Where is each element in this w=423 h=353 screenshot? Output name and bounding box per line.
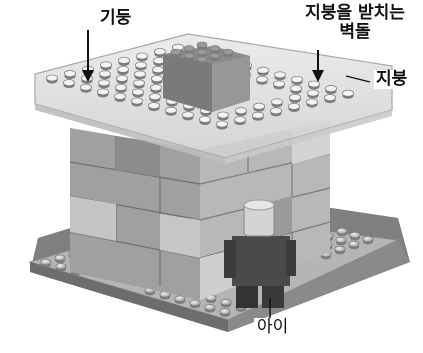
stud xyxy=(252,111,264,119)
stud xyxy=(209,52,221,59)
stud xyxy=(154,48,166,56)
stud xyxy=(199,115,211,123)
pillar-studs xyxy=(170,41,234,65)
stud xyxy=(289,93,301,101)
stud xyxy=(306,98,318,106)
stud xyxy=(182,111,194,119)
stud xyxy=(54,254,66,262)
pillar-label: 기둥 xyxy=(100,8,132,28)
roof-label: 지붕 xyxy=(374,69,410,89)
stud xyxy=(349,231,361,239)
stud xyxy=(189,299,201,307)
stud xyxy=(271,98,283,106)
stud xyxy=(183,52,195,59)
stud xyxy=(274,71,286,79)
stud xyxy=(253,102,265,110)
stud xyxy=(291,75,303,83)
stud xyxy=(336,227,348,235)
stud xyxy=(97,88,109,96)
stud xyxy=(100,61,112,69)
wall-arrow xyxy=(312,50,324,82)
stud xyxy=(46,74,58,82)
child-minifigure xyxy=(224,199,296,308)
wall-label-line2: 벽돌 xyxy=(339,22,371,42)
stud xyxy=(362,235,374,243)
stud xyxy=(64,70,76,78)
stud xyxy=(270,107,282,115)
stud xyxy=(150,84,162,92)
stud xyxy=(55,263,67,270)
stud xyxy=(136,52,148,60)
stud xyxy=(342,89,354,97)
child-label: 아이 xyxy=(254,318,292,337)
stud xyxy=(348,240,360,248)
stud xyxy=(170,48,182,56)
stud xyxy=(80,83,92,91)
roof-pointer-line xyxy=(345,75,371,83)
stud xyxy=(307,89,319,97)
stud xyxy=(196,56,208,63)
stud xyxy=(256,75,268,83)
stud xyxy=(40,258,52,266)
stud xyxy=(220,298,232,306)
stud xyxy=(134,70,146,78)
wall-label-line1: 지붕을 받치는 xyxy=(305,3,405,23)
stud xyxy=(135,61,147,69)
stud xyxy=(196,48,208,56)
stud xyxy=(217,111,229,119)
stud xyxy=(290,84,302,92)
stud xyxy=(219,308,231,315)
stud xyxy=(273,80,285,88)
stud xyxy=(152,66,164,74)
stud xyxy=(116,74,128,82)
stud xyxy=(153,57,165,65)
stud xyxy=(234,116,246,124)
stud xyxy=(165,106,177,114)
stud xyxy=(183,45,195,52)
stud xyxy=(132,88,144,96)
stud xyxy=(149,93,161,101)
stud xyxy=(133,79,145,87)
central-pillar xyxy=(163,46,250,112)
stud xyxy=(196,41,208,48)
stud xyxy=(209,45,221,52)
stud xyxy=(114,92,126,100)
pillar-arrow xyxy=(82,30,94,82)
stud xyxy=(334,245,346,253)
stud xyxy=(257,66,269,74)
stud xyxy=(63,79,75,87)
stud xyxy=(325,85,337,93)
wall-label: 지붕을 받치는 벽돌 xyxy=(290,4,420,42)
stud xyxy=(335,236,347,244)
stud xyxy=(118,56,130,64)
stud xyxy=(324,94,336,102)
stud xyxy=(204,303,216,311)
stud xyxy=(98,79,110,87)
stud xyxy=(174,295,186,302)
stud xyxy=(131,97,143,105)
stud xyxy=(288,102,300,110)
stud xyxy=(235,107,247,115)
stud xyxy=(148,102,160,110)
stud xyxy=(117,65,129,73)
stud xyxy=(151,75,163,83)
stud xyxy=(216,120,228,128)
stud xyxy=(115,83,127,91)
stud xyxy=(99,70,111,78)
stud xyxy=(308,80,320,88)
stud xyxy=(222,48,234,56)
